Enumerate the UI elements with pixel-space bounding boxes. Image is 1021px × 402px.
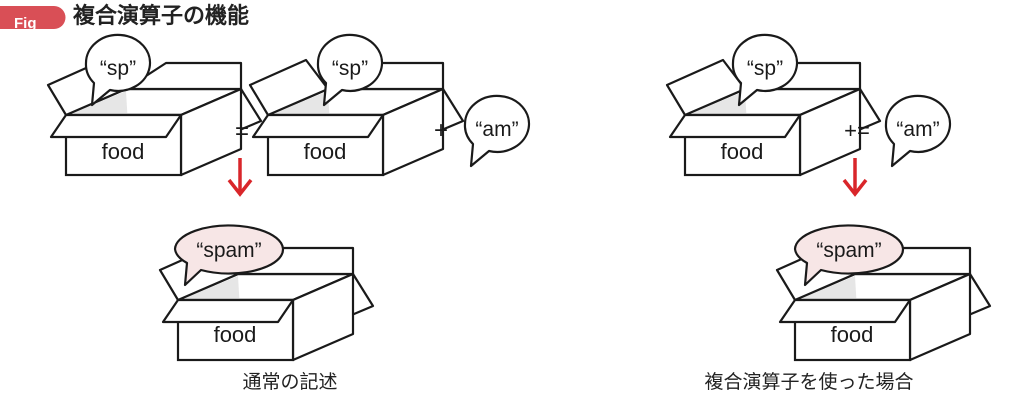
- equals-sign: =: [235, 118, 249, 145]
- box-label: food: [721, 139, 764, 164]
- bubble-label: “spam”: [196, 239, 261, 262]
- bubble-label: “sp”: [332, 57, 368, 80]
- plus-sign: +: [434, 117, 448, 144]
- fig-badge-label: Fig: [14, 15, 37, 32]
- arrow-down-icon: [842, 156, 868, 196]
- bubble-label: “am”: [475, 118, 518, 141]
- arrow-down-icon: [227, 156, 253, 196]
- bubble-label: “sp”: [747, 57, 783, 80]
- bubble-label: “am”: [896, 118, 939, 141]
- figure-header: Fig 複合演算子の機能: [0, 0, 400, 32]
- am-bubble-right: “am”: [884, 94, 952, 168]
- box-label: food: [304, 139, 347, 164]
- fig-badge: Fig: [0, 6, 66, 32]
- result-box-left: “spam” food: [158, 224, 375, 362]
- bubble-label: “spam”: [816, 239, 881, 262]
- target-box-left: “sp” food: [248, 33, 465, 177]
- box-label: food: [214, 322, 257, 347]
- box-label: food: [102, 139, 145, 164]
- figure-title: 複合演算子の機能: [73, 4, 250, 29]
- bubble-label: “sp”: [100, 57, 136, 80]
- source-box-right: “sp” food: [665, 33, 882, 177]
- caption-normal: 通常の記述: [242, 371, 338, 393]
- source-box-left: “sp” food: [46, 33, 263, 177]
- result-box-right: “spam” food: [775, 224, 992, 362]
- box-label: food: [831, 322, 874, 347]
- am-bubble-left: “am”: [463, 94, 531, 168]
- caption-compound: 複合演算子を使った場合: [704, 371, 914, 393]
- compound-operator: +=: [844, 118, 870, 143]
